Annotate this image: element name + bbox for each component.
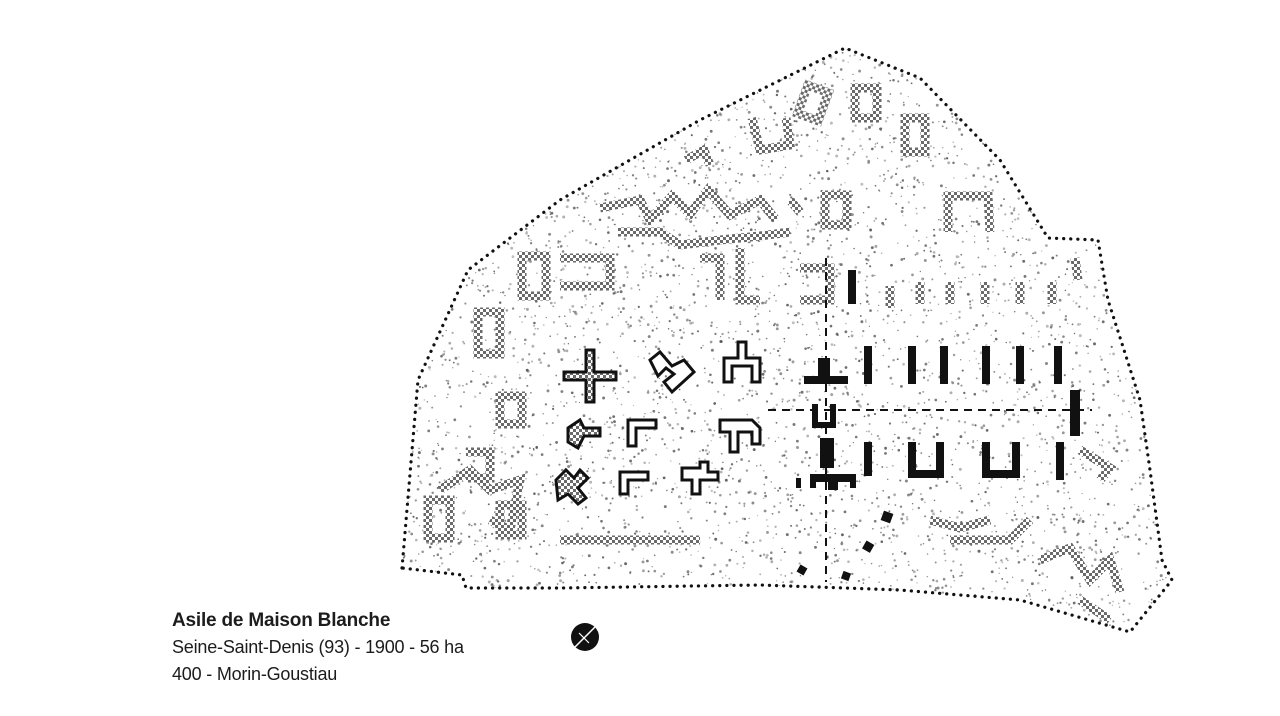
caption-title: Asile de Maison Blanche xyxy=(172,610,391,631)
hatched-existing-buildings xyxy=(423,79,1125,624)
caption-capacity-line: 400 - Morin-Goustiau xyxy=(172,664,338,684)
pavilions-east-solid xyxy=(796,270,1080,582)
caption-location-line: Seine-Saint-Denis (93) - 1900 - 56 ha xyxy=(172,637,464,657)
site-boundary xyxy=(400,46,1174,634)
site-axes-dashed xyxy=(768,258,1092,582)
pavilions-west-outlined xyxy=(554,340,762,506)
north-arrow-icon xyxy=(571,623,599,651)
map-caption: Asile de Maison Blanche Seine-Saint-Deni… xyxy=(172,607,464,688)
